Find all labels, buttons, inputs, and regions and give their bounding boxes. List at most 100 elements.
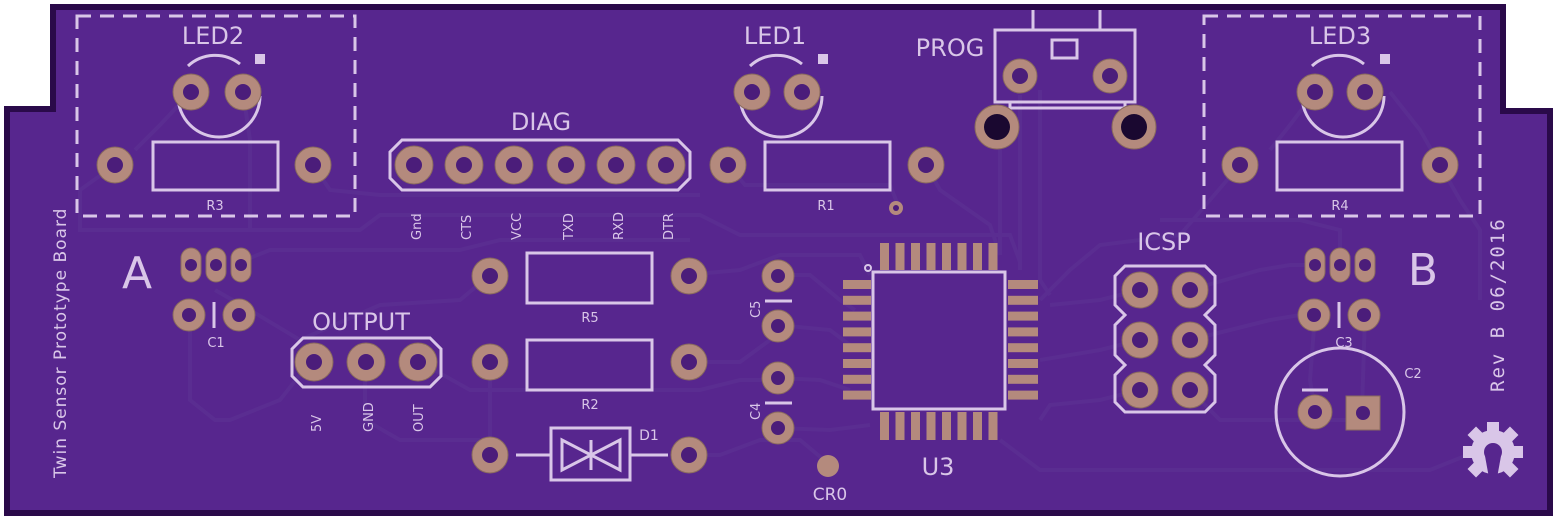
r2-hole-2 — [681, 354, 697, 370]
u3-pad — [957, 243, 967, 270]
prog-mount-hole-2 — [1121, 114, 1147, 140]
diag-hole — [506, 157, 522, 173]
r3-hole-2 — [305, 157, 321, 173]
c2-hole-1 — [1308, 405, 1322, 419]
led2-polarity-mark — [255, 54, 265, 64]
r4-hole-1 — [1232, 157, 1248, 173]
sensor-a-hole — [185, 259, 197, 271]
c4-hole-1 — [771, 371, 785, 385]
output-pin-label: OUT — [412, 404, 427, 432]
output-hole — [410, 354, 426, 370]
diag-header-pads — [394, 145, 686, 185]
u3-pad — [843, 390, 871, 400]
u3-pad — [895, 243, 905, 270]
d1-hole-2 — [681, 447, 697, 463]
r4-label: R4 — [1331, 199, 1348, 214]
u3-pad — [1008, 374, 1038, 384]
led2-label: LED2 — [182, 22, 244, 50]
u3-pad — [1008, 280, 1038, 289]
c2-label: C2 — [1404, 367, 1421, 382]
led2-hole-2 — [235, 84, 251, 100]
u3-pad — [973, 412, 982, 440]
sensor-b-label: B — [1408, 245, 1438, 296]
led2-outline — [176, 95, 262, 139]
u3-pad — [843, 280, 871, 289]
prog-leads — [1031, 10, 1102, 30]
sensor-b-hole — [1334, 259, 1346, 271]
r4-hole-2 — [1432, 157, 1448, 173]
r3-hole-1 — [107, 157, 123, 173]
d1-symbol — [560, 437, 622, 473]
led3-hole-1 — [1307, 84, 1323, 100]
icsp-hole — [1132, 282, 1148, 298]
diag-pin-label: RXD — [612, 212, 627, 240]
icsp-label: ICSP — [1137, 228, 1191, 256]
u3-pad — [988, 243, 998, 270]
diag-pin-label: CTS — [460, 215, 475, 240]
icsp-hole — [1132, 332, 1148, 348]
icsp-outline — [1113, 264, 1217, 414]
u3-pad — [926, 412, 936, 440]
c5-hole-1 — [771, 269, 785, 283]
r2-body — [525, 338, 654, 392]
u3-label: U3 — [922, 453, 955, 481]
r2-hole-1 — [482, 354, 498, 370]
prog-base — [1008, 102, 1127, 110]
diag-header-outline — [388, 138, 692, 192]
output-pin-label: 5V — [310, 415, 325, 432]
cr0-pad — [817, 455, 839, 477]
icsp-hole — [1182, 332, 1198, 348]
led1-outline — [738, 95, 824, 139]
u3-pad — [911, 243, 920, 270]
u3-pin1-mark — [864, 264, 872, 272]
r5-hole-1 — [482, 268, 498, 284]
led1-label: LED1 — [744, 22, 806, 50]
cr0-label: CR0 — [813, 485, 848, 505]
r5-body — [525, 251, 654, 305]
open-hardware-gear-icon — [1463, 422, 1523, 478]
c3-hole-2 — [1357, 308, 1371, 322]
u3-pad — [1008, 295, 1038, 305]
c5-label: C5 — [749, 301, 764, 318]
diag-hole — [456, 157, 472, 173]
led2-keepout — [75, 14, 357, 218]
d1-hole-1 — [482, 447, 498, 463]
led3-label: LED3 — [1309, 22, 1371, 50]
led3-hole-2 — [1357, 84, 1373, 100]
u3-pad — [911, 412, 920, 440]
c1-label: C1 — [207, 336, 224, 351]
r3-body — [151, 140, 280, 192]
output-header-outline — [290, 336, 443, 389]
output-header-pads — [294, 342, 438, 382]
icsp-header — [1113, 264, 1217, 414]
diag-hole — [406, 157, 422, 173]
prog-mount-hole-1 — [984, 114, 1010, 140]
sensor-a-hole — [210, 259, 222, 271]
diag-pin-label: Gnd — [410, 213, 425, 240]
icsp-hole — [1182, 282, 1198, 298]
u3-pad — [973, 243, 982, 270]
u3-pads-left — [843, 280, 871, 400]
prog-switch-body — [993, 28, 1137, 104]
board-title: Twin Sensor Prototype Board — [51, 208, 71, 479]
sensor-a-label: A — [122, 248, 152, 299]
via-hole — [893, 205, 899, 211]
u3-pad — [1008, 359, 1038, 368]
u3-pad — [1008, 311, 1038, 321]
led1-hole-1 — [744, 84, 760, 100]
u3-pad — [843, 343, 871, 353]
u3-pad — [843, 374, 871, 384]
u3-pad — [926, 243, 936, 270]
sensor-a-hole — [235, 259, 247, 271]
u3-ic — [843, 243, 1038, 440]
sensor-b-hole — [1309, 259, 1321, 271]
prog-hole-2 — [1102, 68, 1118, 84]
u3-pad — [988, 412, 998, 440]
revision-label: Rev B 06/2016 — [1487, 217, 1509, 392]
r1-body — [763, 140, 892, 192]
icsp-hole — [1182, 382, 1198, 398]
prog-hole-1 — [1012, 68, 1028, 84]
u3-pad — [1008, 343, 1038, 353]
u3-pads-top — [880, 243, 998, 270]
led3-outline-top — [1310, 53, 1365, 68]
